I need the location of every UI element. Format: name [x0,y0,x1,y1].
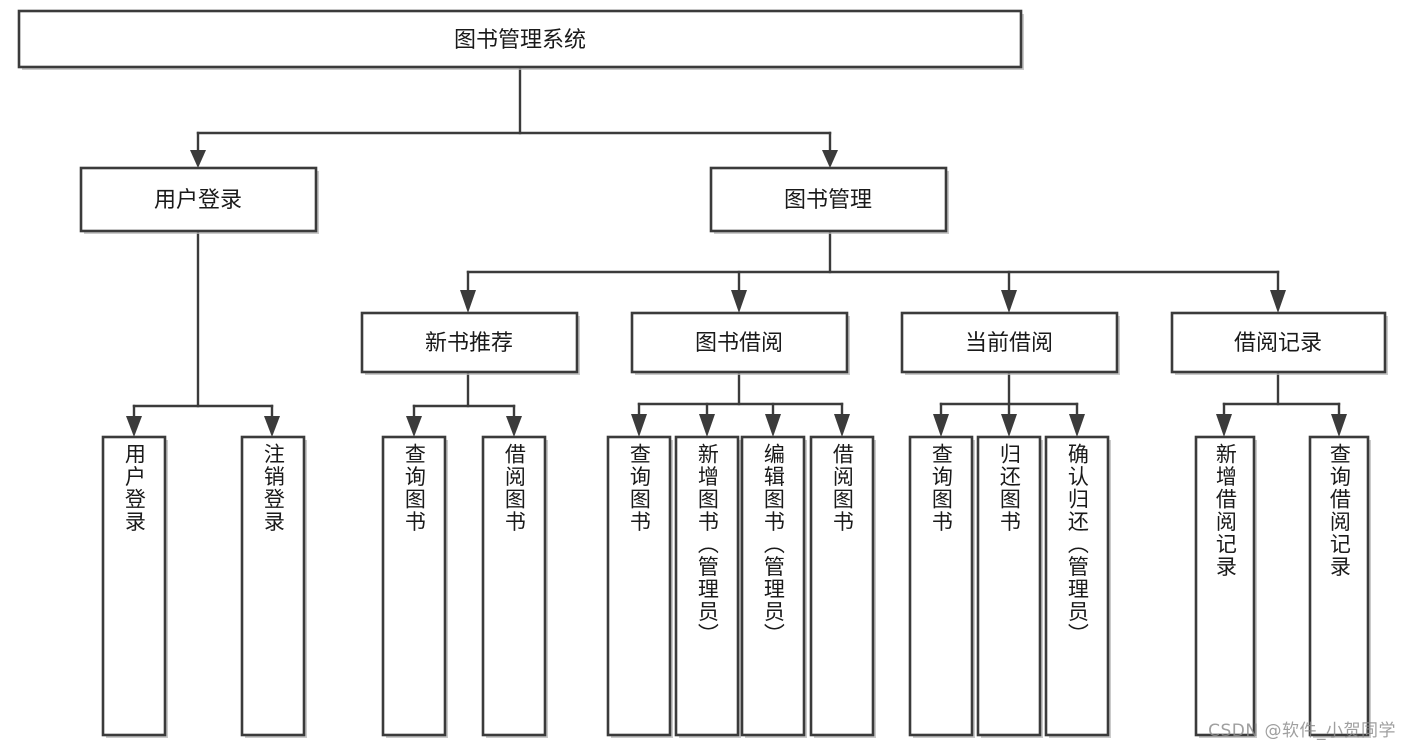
leaf-box [976,435,1042,737]
new-book-label: 新书推荐 [425,331,513,356]
leaf-box [674,435,740,737]
leaf-label: 归还图书 [997,443,1022,533]
leaf-book-borrow-4[interactable]: 借阅图书 [809,435,876,738]
node-borrow-record[interactable]: 借阅记录 [1170,311,1388,375]
node-book-management[interactable]: 图书管理 [709,166,949,234]
arrow-ul-leaf1 [126,416,142,437]
arrow-root-to-user-login [190,150,206,168]
leaf-label: 借阅图书 [830,443,855,533]
leaf-box [809,435,875,737]
arrow-cb-leaf3 [1069,414,1085,437]
arrow-to-borrow-record [1270,290,1286,313]
book-borrow-label: 图书借阅 [695,331,783,356]
arrow-ul-leaf2 [264,416,280,437]
leaf-label: 注销登录 [261,443,286,533]
node-current-borrow[interactable]: 当前借阅 [900,311,1120,375]
leaf-box [481,435,547,737]
leaf-label: 查询图书 [929,443,954,533]
arrow-to-current-borrow [1001,290,1017,313]
arrow-cb-leaf1 [933,414,949,437]
arrow-cb-leaf2 [1001,414,1017,437]
arrow-bb-leaf1 [631,414,647,437]
leaf-user-login-2[interactable]: 注销登录 [240,435,307,738]
node-user-login[interactable]: 用户登录 [79,166,319,234]
arrow-bb-leaf3 [765,414,781,437]
borrow-record-box [1170,311,1387,374]
leaf-label: 借阅图书 [502,443,527,533]
arrow-br-leaf2 [1331,414,1347,437]
arrow-bb-leaf4 [834,414,850,437]
current-borrow-label: 当前借阅 [965,331,1053,356]
leaf-new-book-1[interactable]: 查询图书 [381,435,448,738]
leaf-borrow-record-1[interactable]: 新增借阅记录 [1194,435,1257,738]
leaf-book-borrow-1[interactable]: 查询图书 [606,435,673,738]
leaf-current-borrow-1[interactable]: 查询图书 [908,435,975,738]
arrow-nb-leaf1 [406,416,422,437]
arrow-root-to-book-mgmt [822,150,838,168]
leaf-label: 确认归还（管理员） [1065,443,1090,646]
arrow-to-new-book [460,290,476,313]
connector-layer [126,66,1347,437]
leaf-label: 查询图书 [402,443,427,533]
leaf-box [740,435,806,737]
arrow-br-leaf1 [1216,414,1232,437]
root-box [17,9,1023,69]
leaf-book-borrow-3[interactable]: 编辑图书（管理员） [740,435,807,738]
root-label: 图书管理系统 [454,28,586,53]
leaf-label: 查询借阅记录 [1327,443,1352,578]
leaf-box [1194,435,1256,737]
leaf-box [101,435,167,737]
leaf-user-login-1[interactable]: 用户登录 [101,435,168,738]
leaf-label: 用户登录 [122,443,147,533]
leaf-box [1044,435,1110,737]
book-management-box [709,166,948,233]
book-management-label: 图书管理 [784,188,872,213]
leaf-label: 查询图书 [627,443,652,533]
current-borrow-box [900,311,1119,374]
user-login-box [79,166,318,233]
leaf-label: 新增图书（管理员） [695,443,720,646]
borrow-record-label: 借阅记录 [1234,331,1322,356]
user-login-label: 用户登录 [154,188,242,213]
leaf-box [381,435,447,737]
leaf-current-borrow-3[interactable]: 确认归还（管理员） [1044,435,1111,738]
leaf-box [1308,435,1370,737]
leaf-box [908,435,974,737]
leaf-box [606,435,672,737]
new-book-box [360,311,579,374]
leaf-label: 新增借阅记录 [1213,443,1238,578]
leaf-label: 编辑图书（管理员） [761,443,786,646]
arrow-bb-leaf2 [699,414,715,437]
book-borrow-box [630,311,849,374]
leaf-new-book-2[interactable]: 借阅图书 [481,435,548,738]
leaf-book-borrow-2[interactable]: 新增图书（管理员） [674,435,741,738]
leaf-borrow-record-2[interactable]: 查询借阅记录 [1308,435,1371,738]
node-root[interactable]: 图书管理系统 [17,9,1024,70]
arrow-to-book-borrow [731,290,747,313]
node-book-borrow[interactable]: 图书借阅 [630,311,850,375]
arrow-nb-leaf2 [506,416,522,437]
leaf-current-borrow-2[interactable]: 归还图书 [976,435,1043,738]
leaf-box [240,435,306,737]
node-new-book-recommend[interactable]: 新书推荐 [360,311,580,375]
